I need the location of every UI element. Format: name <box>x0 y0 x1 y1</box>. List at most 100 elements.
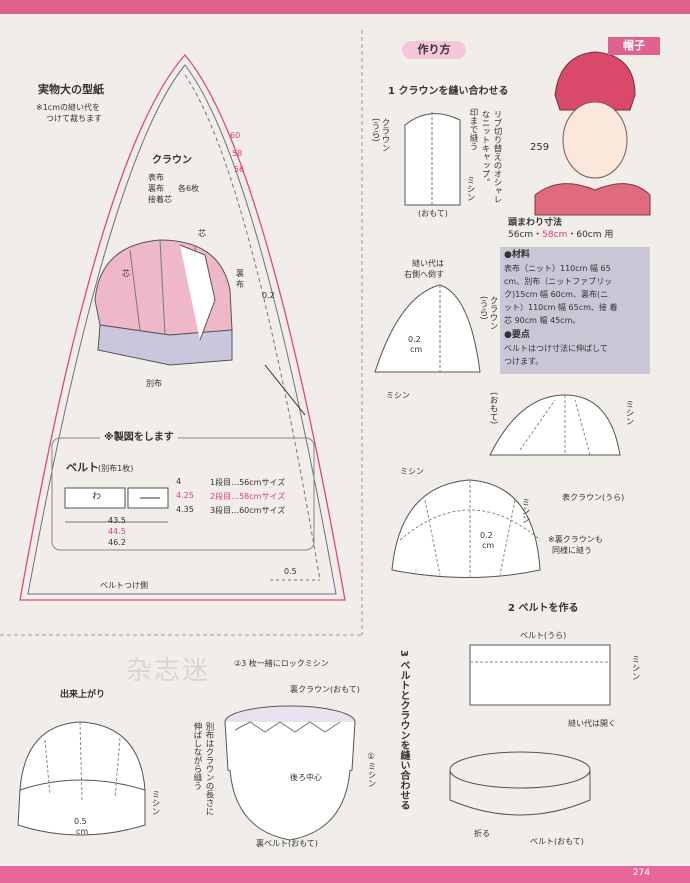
page-number: 274 <box>632 868 650 878</box>
back-center: 後ろ中心 <box>290 773 322 782</box>
belt-ring-body <box>449 770 591 816</box>
step1-front: (おもて) <box>418 209 448 218</box>
head-size-title: 頭まわり寸法 <box>508 218 563 228</box>
belt-title: ベルト <box>66 461 99 474</box>
seam-02b-b: cm <box>482 541 495 550</box>
step1-crown-b <box>374 284 481 373</box>
row-2: 2段目…58cmサイズ <box>210 492 286 501</box>
row-1: 1段目…56cmサイズ <box>210 478 286 487</box>
step1-crown2-2: (うら) <box>478 296 488 320</box>
belt-side-value: 0.5 <box>284 567 297 576</box>
finished-title: 出来上がり <box>60 690 106 700</box>
watermark: 杂志迷 <box>126 656 211 686</box>
point-heading: ●要点 <box>504 330 530 340</box>
full-dome <box>391 479 541 578</box>
belt-front: ベルト(おもて) <box>530 837 584 846</box>
step1-sew-to: 印まで縫う <box>468 108 478 151</box>
model-face <box>562 101 628 179</box>
size-mark-56: 56 <box>234 165 245 174</box>
length-3: 46.2 <box>108 538 126 547</box>
seam-value: 0.2 <box>262 291 275 300</box>
step1-machine2: ミシン <box>386 391 410 400</box>
pattern-outline-1 <box>19 54 346 601</box>
head-sizes: 56cm・58cm・60cm 用 <box>508 230 614 240</box>
crown-fabric-2: 裏布 <box>148 184 164 193</box>
step2-machine: ミシン <box>630 655 640 681</box>
materials-box <box>500 247 650 374</box>
pattern-title: 実物大の型紙 <box>38 83 104 96</box>
lining-label-1: 裏 <box>236 269 244 278</box>
back-belt: 裏ベルト(おもて) <box>256 839 318 848</box>
row-3: 3段目…60cmサイズ <box>210 506 286 515</box>
finished-seam-2: cm <box>76 827 89 836</box>
point-line-1: ベルトはつけ寸法に伸ばして <box>504 344 608 353</box>
separate-fabric-label: 別布 <box>146 379 162 388</box>
hat-caption-2: なニットキャップ。 <box>480 110 490 187</box>
bottom-color-bar: 274 <box>0 866 690 883</box>
crown-label: クラウン <box>152 155 192 166</box>
assembly-bottom <box>229 769 351 841</box>
open-seam: 縫い代は開く <box>568 719 616 728</box>
back-note-1: ※裏クラウンも <box>548 535 603 544</box>
step1-crown-back-1: クラウン <box>380 118 390 152</box>
hat-caption-1: リブ切り替えのオシャレ <box>492 110 502 204</box>
length-2: 44.5 <box>108 527 126 536</box>
crown-fabric-1: 表布 <box>148 173 164 182</box>
seam-arrow <box>264 364 306 416</box>
step1-crown2-1: クラウン <box>488 296 498 330</box>
finished-seam-1: 0.5 <box>74 817 87 826</box>
core-label-2: 芯 <box>122 269 130 278</box>
fold-label: 折る <box>474 829 490 838</box>
step1-title: 1 クラウンを縫い合わせる <box>388 86 509 97</box>
pattern-note-1: ※1cmの縫い代を <box>36 103 100 112</box>
drafting-title: ※製図をします <box>100 432 178 443</box>
seam-fold-1: 縫い代は <box>412 259 444 268</box>
stretch-note-1: 別布はクラウンの長さに <box>204 722 214 816</box>
half-dome <box>489 394 621 456</box>
size-mark-58: 58 <box>232 149 243 158</box>
crown-count: 各6枚 <box>178 184 200 193</box>
back-crown: 裏クラウン(おもて) <box>290 685 360 694</box>
seam-02-a: 0.2 <box>408 335 421 344</box>
step3-machine: ①ミシン <box>366 752 376 788</box>
step1-machine4: ミシン <box>400 467 424 476</box>
outer-crown: 表クラウン(うら) <box>562 493 625 502</box>
point-line-2: つけます。 <box>504 357 544 366</box>
materials-line-1: 表布（ニット）110cm 幅 65 <box>504 264 611 273</box>
back-note-2: 同様に縫う <box>552 546 592 555</box>
belt-side-label: ベルトつけ側 <box>100 581 148 590</box>
section-title: 作り方 <box>402 41 466 59</box>
model-shoulders <box>534 183 651 216</box>
belt-ring-top <box>449 751 591 789</box>
category-tag: 帽子 <box>608 37 660 55</box>
step3-title: 3 ベルトとクラウンを縫い合わせる <box>398 650 409 811</box>
finished-machine: ミシン <box>150 790 160 816</box>
step1-machine: ミシン <box>465 176 475 202</box>
core-label-1: 芯 <box>198 229 206 238</box>
top-color-bar <box>0 0 690 14</box>
pattern-note-2: つけて裁ちます <box>46 114 102 123</box>
belt-strip <box>469 644 611 706</box>
seam-line <box>184 74 321 581</box>
seam-02b-a: 0.2 <box>480 531 493 540</box>
belt-fold-mark: わ <box>92 492 102 502</box>
step1-crown-back-2: (うら) <box>370 118 380 142</box>
hat-on-model <box>554 51 636 111</box>
step2-title: 2 ベルトを作る <box>508 603 579 614</box>
lining-label-2: 布 <box>236 280 244 289</box>
seam-fold-2: 右側へ倒す <box>404 270 444 279</box>
crown-band-drawing <box>97 324 233 366</box>
height-1: 4 <box>176 477 182 486</box>
height-3: 4.35 <box>176 505 194 514</box>
materials-heading: ●材料 <box>504 250 530 260</box>
stretch-note-2: 伸ばしながら縫う <box>192 722 202 790</box>
drafting-box <box>51 437 315 551</box>
pattern-outline-2 <box>27 64 337 595</box>
seam-02-b: cm <box>410 345 423 354</box>
step1-machine3: ミシン <box>624 400 634 426</box>
length-1: 43.5 <box>108 516 126 525</box>
materials-line-4: ット）110cm 幅 65cm、接 着 <box>504 303 618 312</box>
belt-back: ベルト(うら) <box>520 631 567 640</box>
hat-number: 259 <box>530 142 550 153</box>
